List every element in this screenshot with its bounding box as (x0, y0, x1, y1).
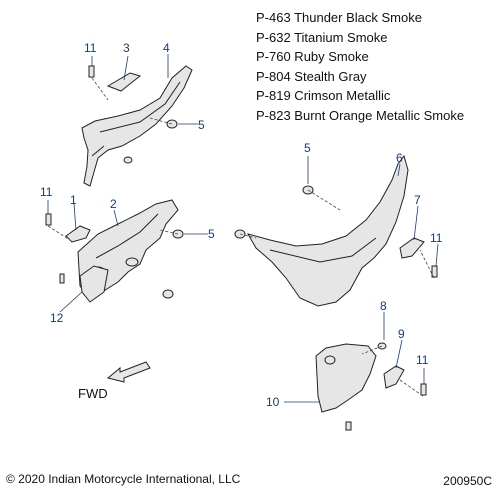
legend-item: P-819 Crimson Metallic (256, 88, 391, 103)
direction-label: FWD (78, 386, 108, 401)
color-code-legend: P-463 Thunder Black Smoke P-632 Titanium… (256, 8, 464, 125)
lower-side-cover (315, 343, 377, 413)
legend-item: P-823 Burnt Orange Metallic Smoke (256, 107, 465, 123)
grommet (324, 355, 336, 365)
copyright-notice: © 2020 Indian Motorcycle International, … (6, 472, 241, 486)
callout-number: 7 (414, 193, 421, 207)
cap-part (383, 365, 405, 389)
legend-item: P-804 Stealth Gray (256, 68, 367, 84)
callout-number: 3 (123, 41, 130, 55)
callout-number: 4 (163, 41, 170, 55)
screw (345, 421, 352, 431)
screw (431, 265, 438, 278)
callout-number: 10 (266, 395, 280, 409)
screw (88, 65, 95, 78)
callout-number: 8 (380, 299, 387, 313)
callout-number: 11 (416, 353, 429, 367)
callout-number: 11 (430, 231, 443, 245)
callout-number: 5 (304, 141, 311, 155)
legend-item: P-632 Titanium Smoke (256, 29, 388, 45)
callout-number: 11 (40, 185, 53, 199)
screw (45, 213, 52, 226)
callout-number: 5 (208, 227, 215, 241)
callout-number: 5 (198, 118, 205, 132)
legend-item: P-760 Ruby Smoke (256, 49, 369, 64)
cap-part (106, 72, 142, 92)
legend-item: P-463 Thunder Black Smoke (256, 10, 422, 25)
figure-number: 200950C (443, 474, 492, 488)
callout-number: 6 (396, 151, 403, 165)
grommet (123, 156, 133, 164)
callout-number: 11 (84, 41, 97, 55)
cap-part (65, 225, 91, 243)
grommet (162, 289, 174, 299)
forward-arrow (106, 361, 151, 383)
callout-number: 1 (70, 193, 77, 207)
callout-number: 2 (110, 197, 117, 211)
upper-side-cover (81, 65, 193, 187)
screw (59, 273, 65, 284)
screw (420, 383, 427, 396)
cap-part (399, 237, 425, 259)
large-side-cover (246, 154, 409, 307)
callout-number: 12 (50, 311, 64, 325)
grommet (125, 257, 139, 267)
callout-number: 9 (398, 327, 405, 341)
